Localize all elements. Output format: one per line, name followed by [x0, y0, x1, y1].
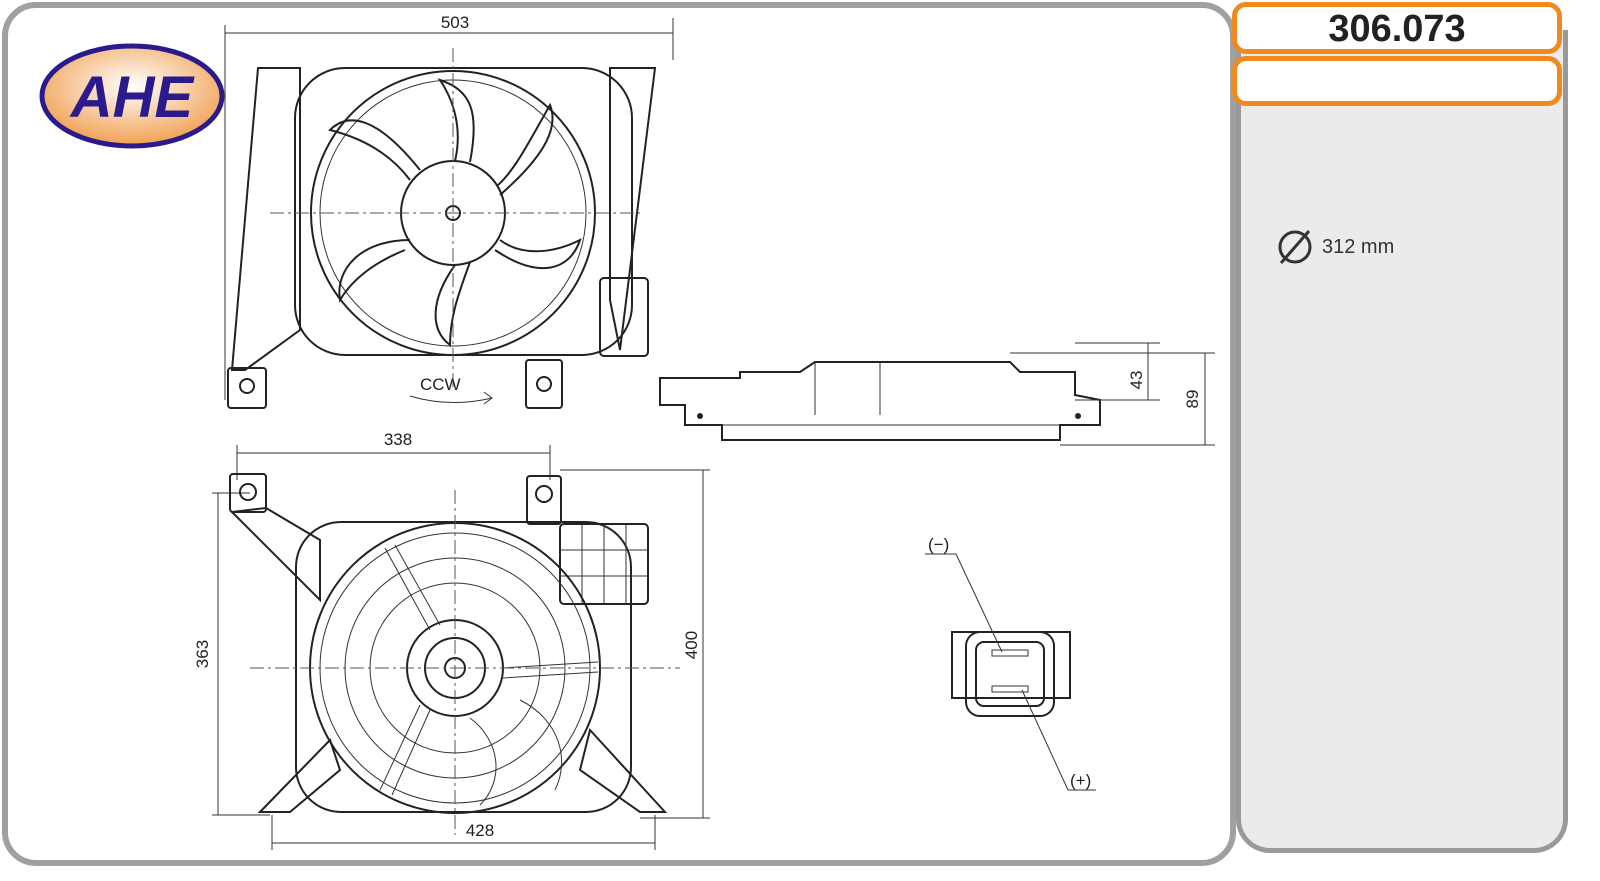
- fan-front-view: 503 CCW: [224, 13, 674, 409]
- spec-panel: [1236, 30, 1568, 853]
- fan-side-view: 43 89: [659, 342, 1215, 446]
- dim-right-height: 400: [682, 631, 701, 659]
- diameter-spec: 312 mm: [1276, 228, 1394, 266]
- dim-mount-spacing: 338: [384, 430, 412, 449]
- dim-side-total: 89: [1183, 390, 1202, 409]
- rotation-label: CCW: [420, 375, 461, 394]
- dim-side-inner: 43: [1127, 371, 1146, 390]
- connector-diagram: (−) (+): [925, 535, 1096, 791]
- secondary-box: [1232, 56, 1562, 106]
- ahe-logo: AHE: [39, 43, 225, 149]
- dim-top-width: 503: [441, 13, 469, 32]
- dim-bottom-width: 428: [466, 821, 494, 840]
- dim-left-height: 363: [193, 640, 212, 668]
- fan-rear-view: 338 363 400 428: [193, 430, 710, 850]
- diameter-value: 312 mm: [1322, 235, 1395, 258]
- connector-positive: (+): [1070, 771, 1091, 790]
- connector-negative: (−): [928, 535, 949, 554]
- technical-drawing: AHE 503 CCW 43 89: [39, 13, 1215, 850]
- drawing-panel: [2, 2, 1236, 866]
- diameter-icon: [1278, 230, 1312, 264]
- svg-text:AHE: AHE: [69, 65, 196, 130]
- part-number: 306.073: [1232, 2, 1562, 54]
